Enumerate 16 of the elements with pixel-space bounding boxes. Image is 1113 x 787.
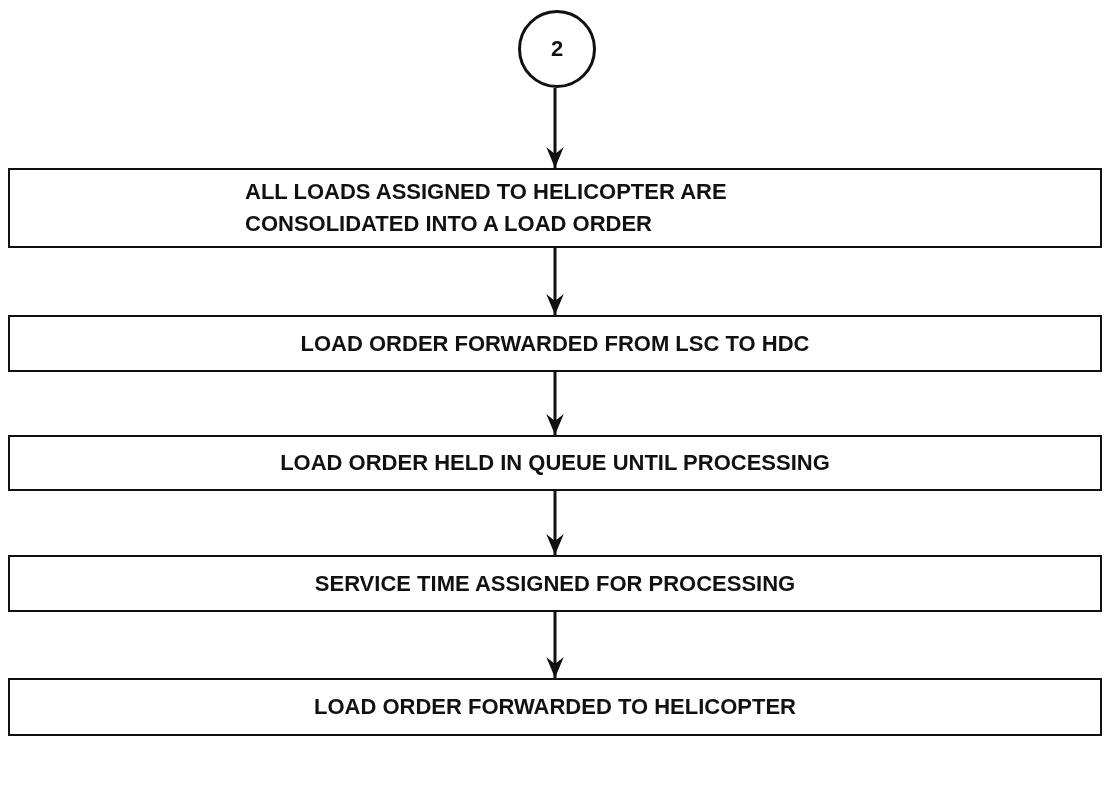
step-text: LOAD ORDER HELD IN QUEUE UNTIL PROCESSING bbox=[280, 449, 830, 478]
arrow bbox=[546, 491, 564, 555]
process-box bbox=[8, 678, 1102, 736]
arrow bbox=[546, 372, 564, 435]
step-text: LOAD ORDER FORWARDED FROM LSC TO HDC bbox=[300, 329, 810, 358]
page-number: 2 bbox=[550, 35, 564, 64]
arrow bbox=[546, 88, 564, 168]
step-text: SERVICE TIME ASSIGNED FOR PROCESSING bbox=[314, 569, 796, 598]
process-box bbox=[8, 168, 1102, 248]
process-box bbox=[8, 315, 1102, 372]
step-text: LOAD ORDER FORWARDED TO HELICOPTER bbox=[314, 693, 796, 722]
process-box bbox=[8, 435, 1102, 491]
arrow bbox=[546, 612, 564, 678]
step-text: ALL LOADS ASSIGNED TO HELICOPTER ARE CONSOLIDATED INTO A LOAD ORDER bbox=[245, 178, 728, 238]
process-box bbox=[8, 555, 1102, 612]
arrow bbox=[546, 248, 564, 315]
